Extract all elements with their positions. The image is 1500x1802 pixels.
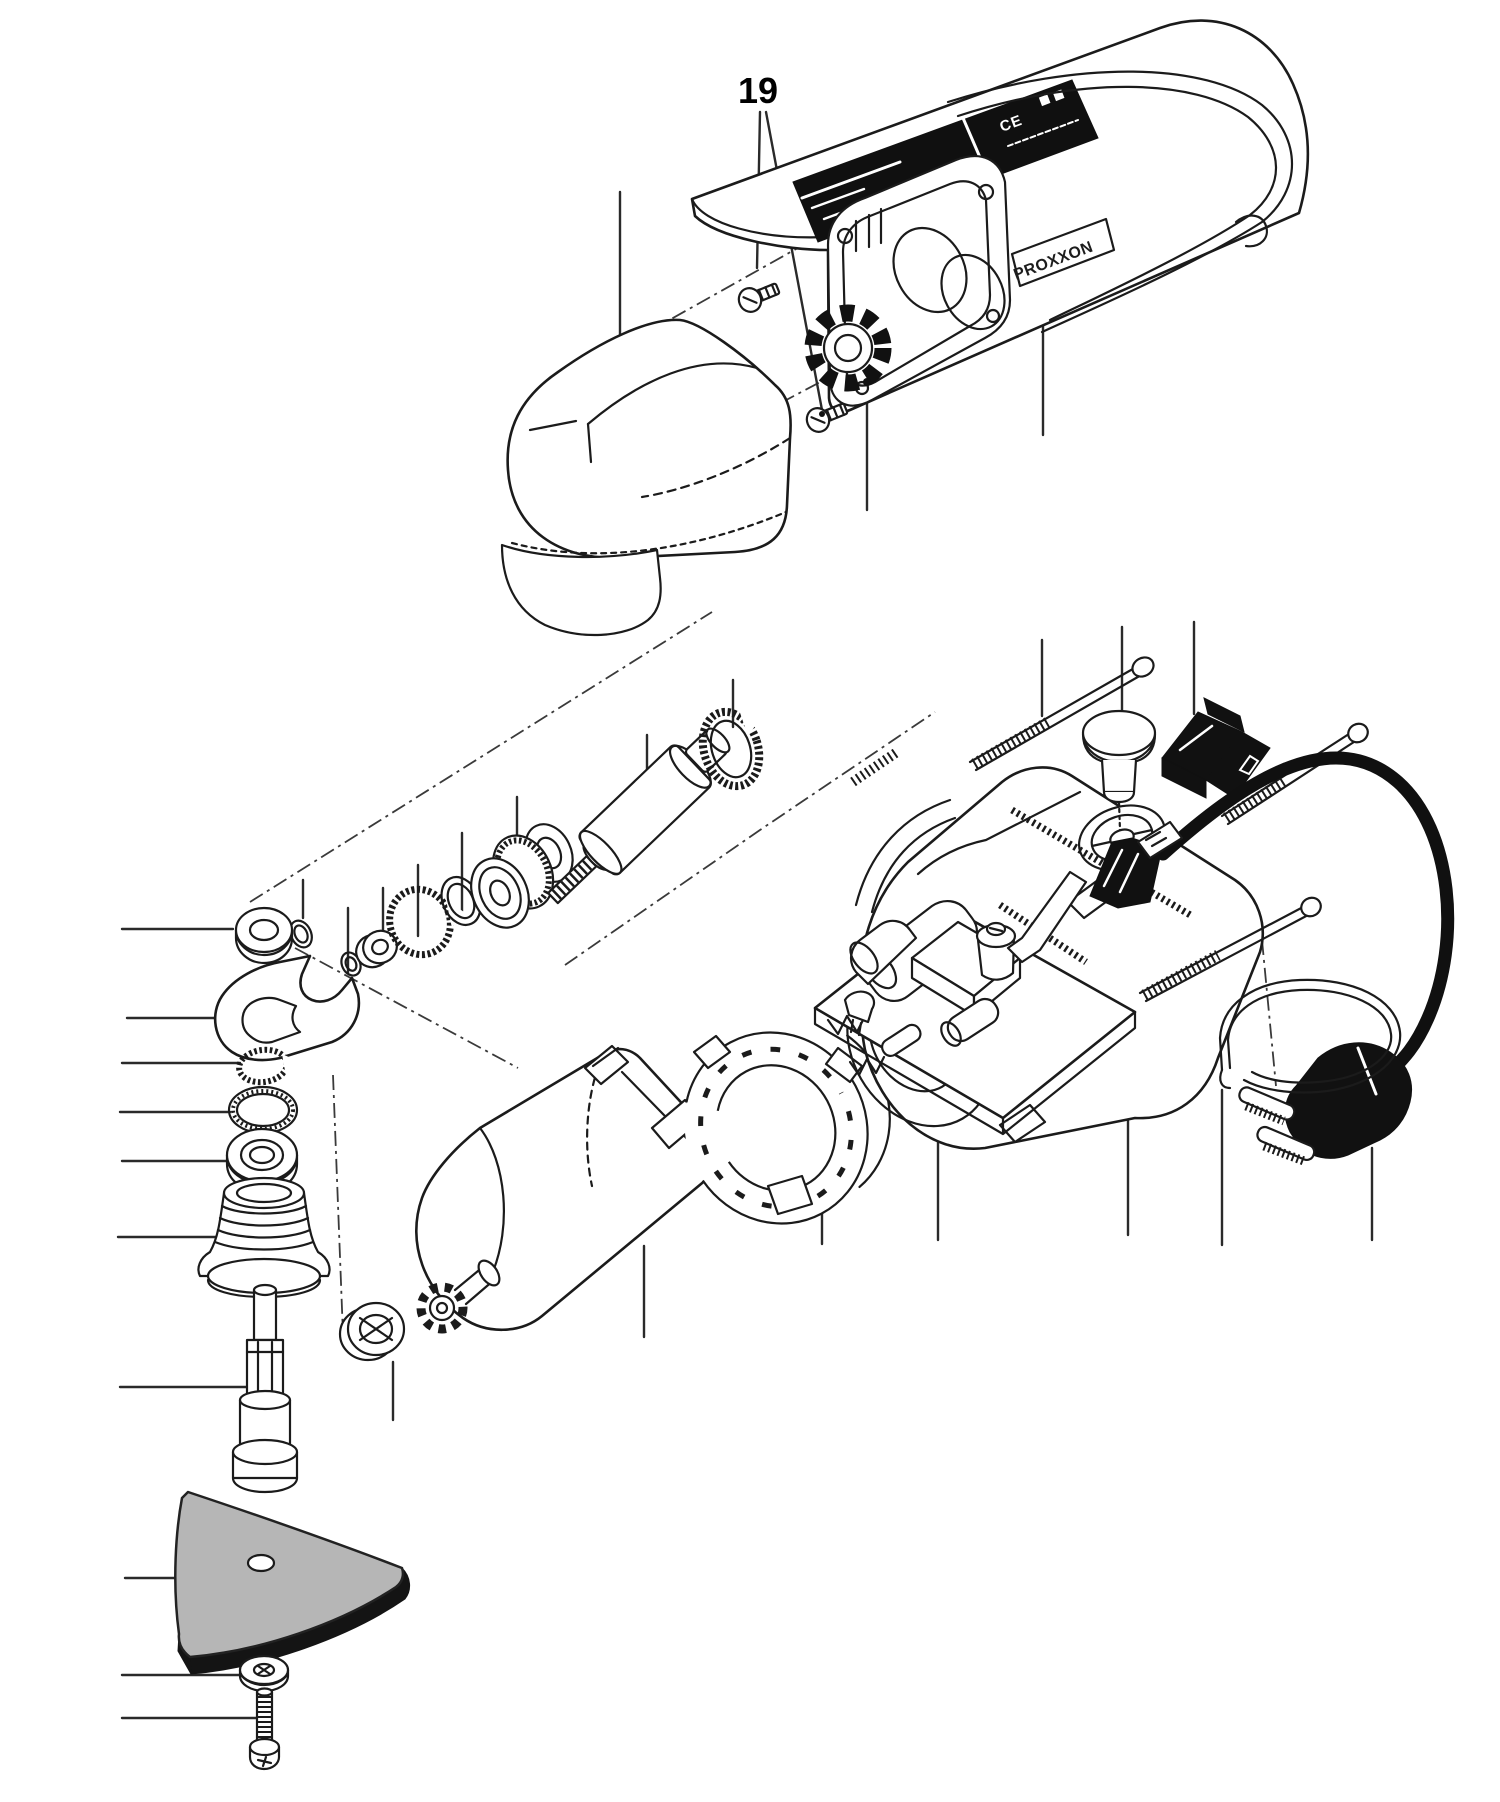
bearing-small: [355, 929, 398, 969]
leader-lines: [116, 190, 1374, 1720]
capacitor-small: [940, 997, 1000, 1047]
motor-pinion: [416, 1259, 501, 1334]
head-cover: [500, 318, 792, 637]
long-screw-3: [1138, 896, 1322, 1003]
plug-prong-1: [1238, 1086, 1296, 1126]
sanding-pad: [174, 1490, 410, 1675]
bearing-cluster: [470, 823, 574, 929]
misc-marks: [819, 378, 871, 417]
plug-prong-2: [1256, 1125, 1316, 1166]
drive-sleeve: [547, 727, 731, 905]
transistor: [843, 990, 876, 1037]
spindle: [231, 1283, 299, 1494]
long-screw-1: [968, 656, 1155, 772]
pad-screw: [248, 1687, 281, 1771]
motor: [415, 1044, 723, 1334]
retaining-ring-big: [698, 704, 764, 791]
power-cord: [1156, 751, 1455, 1079]
terminal-post: [975, 921, 1017, 981]
capacitor-2: [849, 919, 918, 986]
housing-screw-a: [737, 282, 781, 313]
shaft-assembly: [289, 704, 764, 977]
pad-washer: [238, 1654, 290, 1693]
snap-ring-left: [236, 1046, 300, 1086]
fork-lever: [213, 954, 361, 1062]
circuit-board: [813, 870, 1137, 1136]
motor-bushing: [338, 1301, 406, 1362]
toothed-washer: [804, 304, 892, 392]
callout-19-label: 19: [738, 70, 778, 111]
ce-mark: CE: [997, 112, 1024, 136]
ball-bearing: [234, 906, 294, 965]
gearcase-face: [826, 155, 1012, 407]
upper-housing: CE PROXXON: [690, 19, 1310, 414]
threaded-collar: [197, 1176, 331, 1299]
screw-tip-fragment: [850, 747, 900, 787]
rocker-switch: [1161, 697, 1271, 799]
cable-clamp: [1218, 978, 1402, 1094]
housing-screw-b: [805, 402, 849, 433]
mains-plug: [1238, 1042, 1413, 1166]
resistor: [880, 1023, 922, 1058]
lock-knob: [1081, 709, 1157, 832]
left-parts-column: [174, 906, 410, 1771]
strain-relief: [1089, 820, 1184, 909]
o-ring-left: [227, 1085, 299, 1135]
bracket-strap: [1006, 870, 1088, 964]
